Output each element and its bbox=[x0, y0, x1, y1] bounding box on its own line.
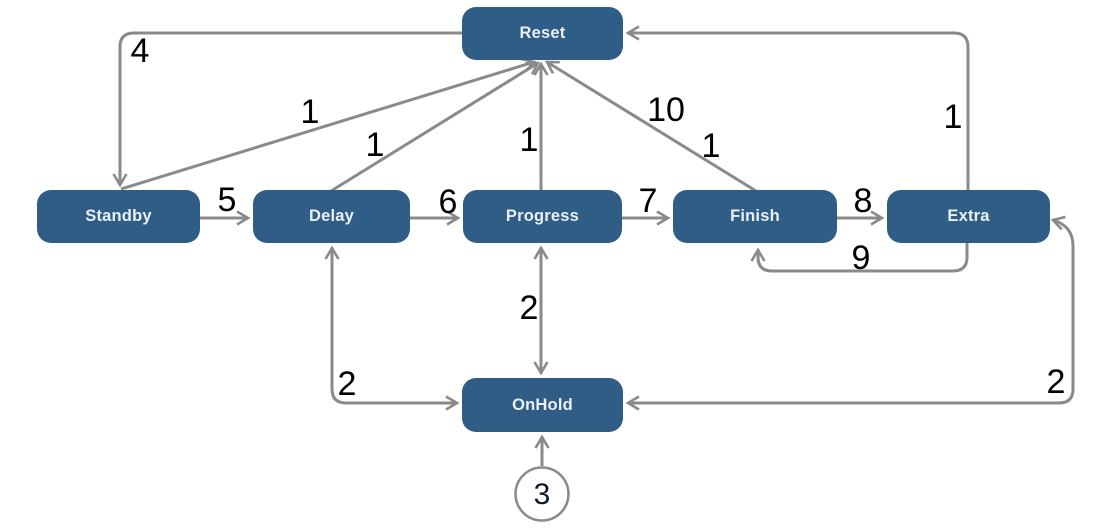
node-finish-label: Finish bbox=[730, 207, 780, 225]
start-node-label: 3 bbox=[533, 478, 551, 511]
edge-label-finish-reset-10: 10 bbox=[647, 91, 685, 129]
edge-label-extra-reset: 1 bbox=[943, 98, 963, 136]
edge-label-finish-reset-1: 1 bbox=[701, 127, 721, 165]
edge-extra-onhold bbox=[628, 220, 1075, 403]
edge-extra-reset bbox=[628, 33, 970, 190]
node-onhold-label: OnHold bbox=[512, 395, 573, 414]
edge-finish-reset bbox=[547, 62, 757, 193]
edge-label-delay-onhold: 2 bbox=[337, 365, 357, 403]
edge-label-delay-reset: 1 bbox=[365, 126, 385, 164]
node-delay-label: Delay bbox=[308, 207, 355, 225]
edge-label-standby-reset: 1 bbox=[300, 93, 320, 131]
start-node-circle bbox=[514, 466, 570, 522]
edge-label-extra-finish: 9 bbox=[851, 239, 871, 277]
edge-label-reset-standby: 4 bbox=[130, 32, 150, 70]
node-extra-label: Extra bbox=[947, 207, 990, 225]
edge-reset-standby bbox=[120, 31, 462, 185]
node-progress: Progress bbox=[463, 190, 622, 243]
node-progress-label: Progress bbox=[505, 207, 580, 225]
node-standby: Standby bbox=[37, 190, 200, 243]
edge-delay-reset bbox=[330, 63, 538, 193]
node-delay: Delay bbox=[253, 190, 410, 243]
edge-label-progress-finish: 7 bbox=[638, 182, 658, 220]
node-onhold: OnHold bbox=[462, 378, 623, 432]
edge-label-standby-delay: 5 bbox=[217, 181, 237, 219]
node-standby-label: Standby bbox=[85, 207, 152, 225]
edge-delay-onhold bbox=[332, 248, 457, 403]
edge-label-progress-onhold: 2 bbox=[519, 289, 539, 327]
edge-label-progress-reset: 1 bbox=[519, 121, 539, 159]
node-reset-label: Reset bbox=[519, 24, 566, 42]
edge-label-finish-extra: 8 bbox=[853, 182, 873, 220]
edge-standby-reset bbox=[120, 62, 534, 191]
node-reset: Reset bbox=[462, 7, 623, 60]
node-extra: Extra bbox=[887, 190, 1050, 243]
edge-label-extra-onhold: 2 bbox=[1046, 363, 1066, 401]
node-finish: Finish bbox=[673, 190, 837, 243]
edge-label-delay-progress: 6 bbox=[438, 183, 458, 221]
